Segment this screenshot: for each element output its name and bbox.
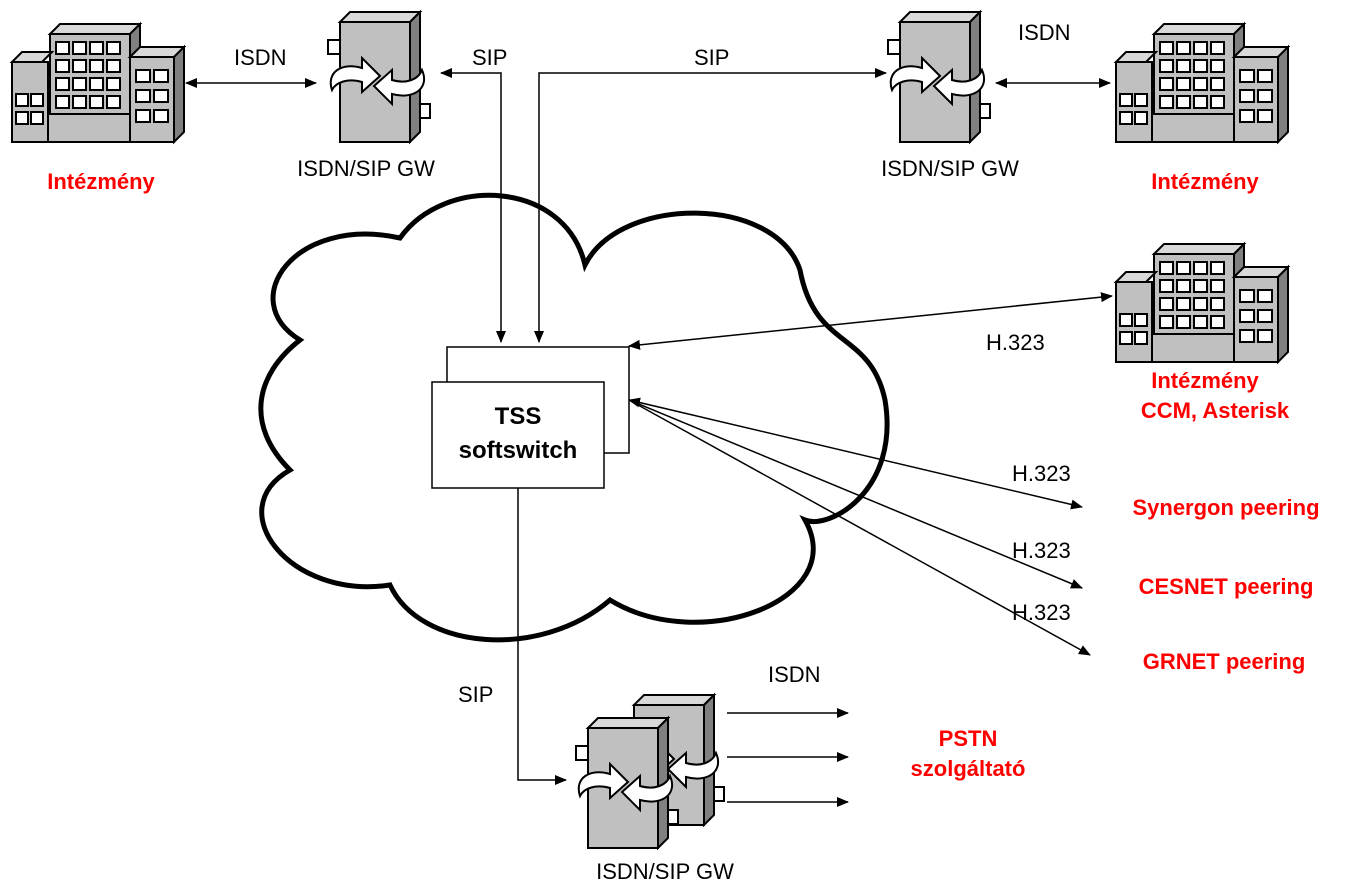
h323-link-synergon [628, 397, 1083, 510]
peering-grnet: GRNET peering [1143, 649, 1306, 674]
h323-label-synergon: H.323 [1012, 461, 1071, 486]
gateway-label-bottom: ISDN/SIP GW [596, 859, 734, 884]
softswitch-box [431, 381, 605, 489]
institution-label-right: Intézmény [1151, 169, 1259, 194]
h323-label-grnet: H.323 [1012, 600, 1071, 625]
gateway-label-left: ISDN/SIP GW [297, 156, 435, 181]
gateway-label-right: ISDN/SIP GW [881, 156, 1019, 181]
gateway-icon [327, 11, 431, 143]
sip-link-left [440, 68, 506, 343]
building-icon [11, 23, 185, 143]
sip-label-pstn: SIP [458, 682, 493, 707]
sip-label-left: SIP [472, 45, 507, 70]
sip-link-right [534, 68, 887, 343]
building-icon [1115, 23, 1289, 143]
institution-label-left: Intézmény [47, 169, 155, 194]
peering-synergon: Synergon peering [1132, 495, 1319, 520]
pstn-label: PSTN [939, 726, 998, 751]
softswitch-title: TSS [495, 403, 542, 430]
institution-label-ccm: Intézmény [1151, 368, 1259, 393]
building-icon [1115, 243, 1289, 363]
h323-link-cesnet [628, 399, 1083, 589]
isdn-label-right: ISDN [1018, 20, 1071, 45]
pstn-provider-label: szolgáltató [911, 756, 1026, 781]
h323-label-ccm: H.323 [986, 330, 1045, 355]
gateway-icon [575, 717, 679, 849]
gateway-icon [887, 11, 991, 143]
h323-link-ccm [628, 292, 1113, 350]
institution-label-ccm-sub: CCM, Asterisk [1141, 398, 1290, 423]
sip-link-pstn [517, 488, 567, 785]
isdn-label-pstn: ISDN [768, 662, 821, 687]
sip-label-top: SIP [694, 45, 729, 70]
isdn-label-left: ISDN [234, 45, 287, 70]
softswitch-subtitle: softswitch [459, 437, 578, 464]
h323-link-grnet [628, 399, 1091, 656]
peering-cesnet: CESNET peering [1139, 574, 1314, 599]
h323-label-cesnet: H.323 [1012, 538, 1071, 563]
